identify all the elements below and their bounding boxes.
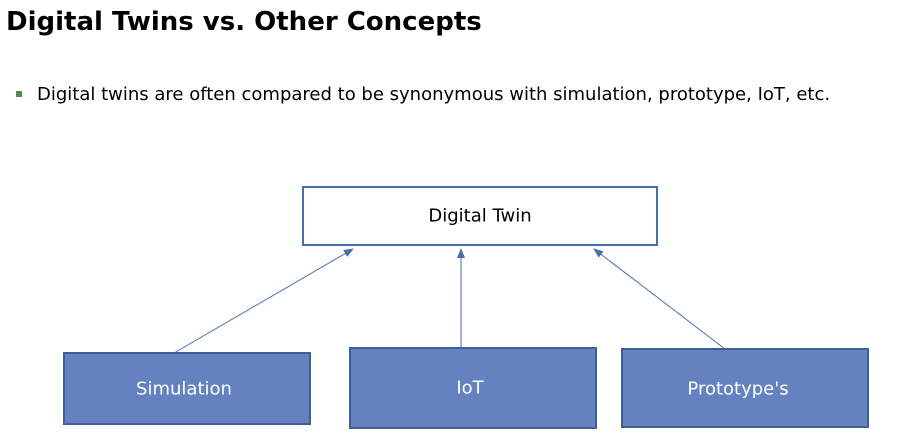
arrow-simulation-to-digital-twin (173, 248, 354, 354)
iot-node: IoT (349, 347, 597, 429)
simulation-label: Simulation (136, 379, 232, 400)
digital-twin-label: Digital Twin (428, 206, 531, 227)
simulation-node: Simulation (63, 352, 311, 425)
prototype-node: Prototype's (621, 348, 869, 428)
digital-twin-node: Digital Twin (302, 186, 658, 246)
bullet-text: Digital twins are often compared to be s… (37, 84, 831, 105)
bullet-marker-icon (16, 91, 22, 97)
slide-title: Digital Twins vs. Other Concepts (6, 7, 482, 37)
iot-label: IoT (456, 378, 484, 399)
prototype-label: Prototype's (687, 379, 788, 400)
arrow-prototype-to-digital-twin (593, 248, 726, 350)
